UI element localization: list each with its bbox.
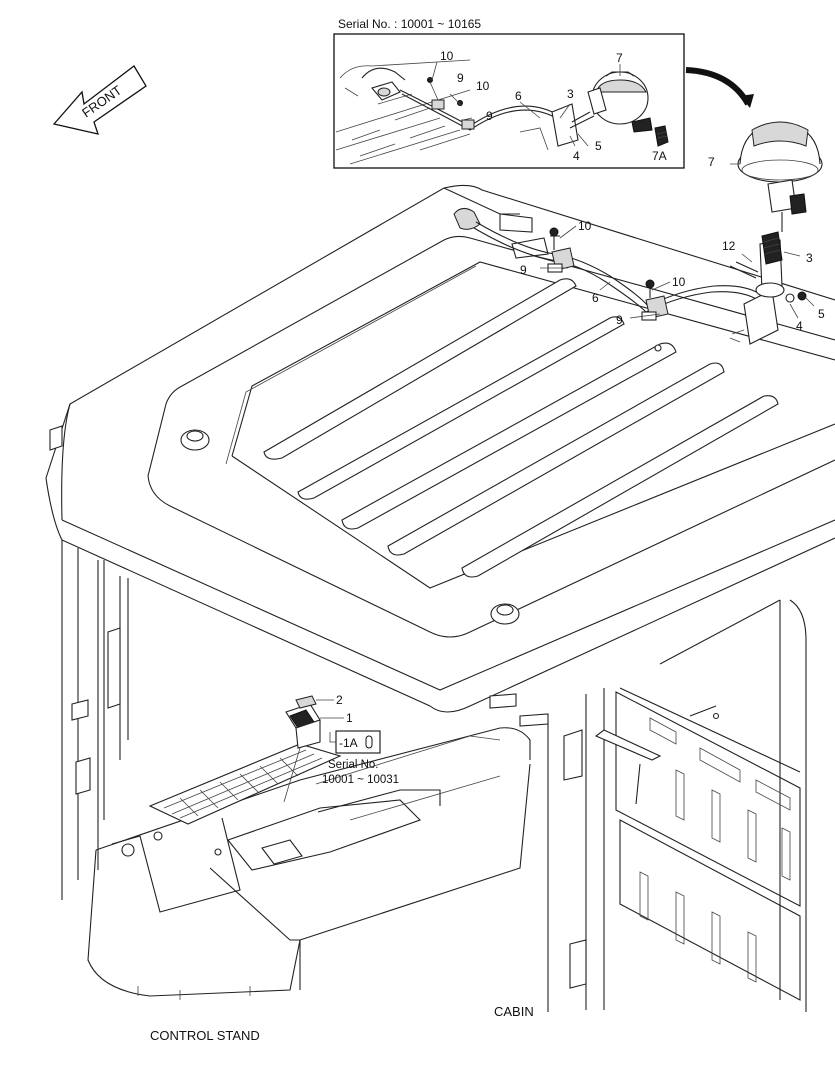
inset-serial-title: Serial No. : 10001 ~ 10165	[338, 17, 481, 31]
roof-rib-3	[341, 342, 677, 530]
inset-callout-6: 6	[515, 89, 522, 103]
inset-callout-9a: 9	[457, 71, 464, 85]
cabin-roof	[45, 184, 835, 713]
cable-grommet	[453, 208, 481, 230]
inset-callout-4: 4	[573, 149, 580, 163]
curved-pointer-arrow	[685, 67, 751, 106]
roof-rib-1	[263, 278, 577, 460]
roof-rib-2	[297, 316, 625, 500]
vent-panel	[148, 743, 342, 825]
caption-control-stand: CONTROL STAND	[150, 1028, 260, 1043]
main-callout-10b: 10	[672, 275, 686, 289]
main-callout-4: 4	[796, 319, 803, 333]
caption-cabin: CABIN	[494, 1004, 534, 1019]
roof-rib-5	[461, 395, 779, 578]
main-callout-9a: 9	[520, 263, 527, 277]
switch-callout-1: 1	[346, 711, 353, 725]
front-arrow: FRONT	[52, 65, 147, 135]
inset-callout-10b: 10	[476, 79, 490, 93]
roof-rib-4	[387, 362, 725, 556]
switch-callout-2: 2	[336, 693, 343, 707]
main-callout-3: 3	[806, 251, 813, 265]
main-callout-5: 5	[818, 307, 825, 321]
inset-detail: Serial No. : 10001 ~ 10165 10 9 1	[333, 17, 685, 169]
inset-callout-10a: 10	[440, 49, 454, 63]
switch-callout-1a: -1A	[339, 736, 358, 750]
main-callout-7: 7	[708, 155, 715, 169]
cabin-body	[49, 425, 807, 1012]
main-callout-6: 6	[592, 291, 599, 305]
inset-callout-7: 7	[616, 51, 623, 65]
control-stand	[87, 727, 531, 1000]
front-arrow-shape	[52, 65, 147, 135]
switch-serial-line1: Serial No.	[328, 759, 379, 771]
inset-callout-9b: 9	[486, 109, 493, 123]
rocker-switch-detail: -1A 2 1 Serial No. 10001 ~ 10031	[283, 693, 399, 803]
inset-callout-5: 5	[595, 139, 602, 153]
main-callout-12: 12	[722, 239, 736, 253]
main-callout-9b: 9	[616, 313, 623, 327]
main-callout-10a: 10	[578, 219, 592, 233]
switch-serial-line2: 10001 ~ 10031	[322, 774, 399, 786]
bulb-icon	[365, 735, 373, 749]
inset-callout-7a: 7A	[652, 149, 667, 163]
beacon-bracket	[743, 289, 779, 345]
beacon-harness: 7 12 3 10 9 6 10 9 4 5	[453, 121, 825, 345]
inset-callout-3: 3	[567, 87, 574, 101]
